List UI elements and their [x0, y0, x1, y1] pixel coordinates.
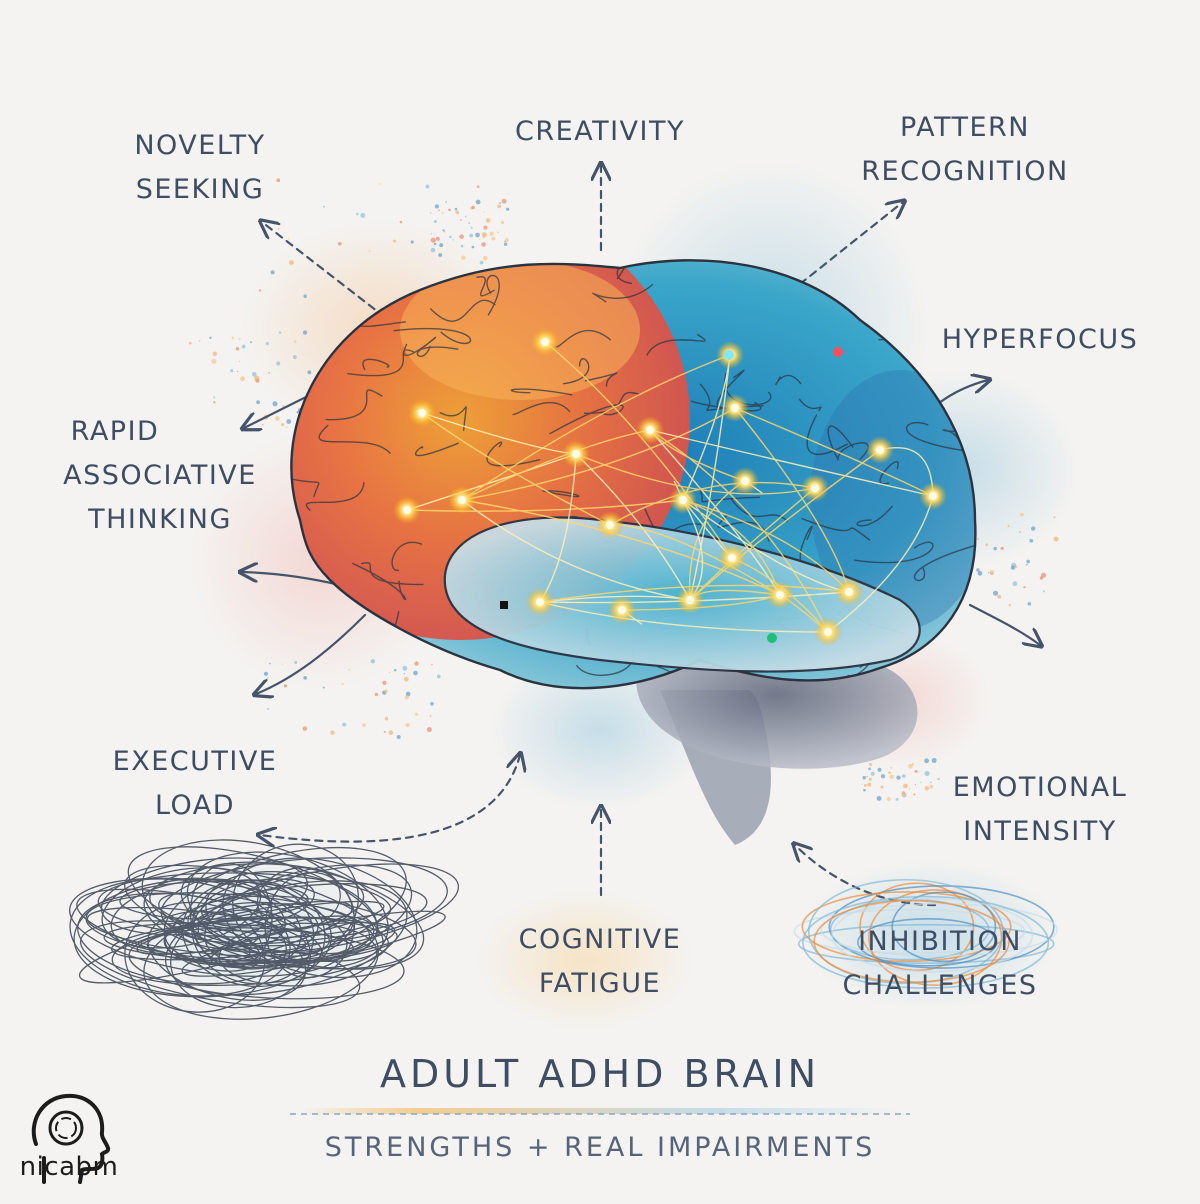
tangled-scribble	[69, 839, 460, 1020]
page-subtitle: STRENGTHS + REAL IMPAIRMENTS	[324, 1132, 876, 1163]
label-rapid-associative-thinking: RAPID ASSOCIATIVE THINKING	[63, 416, 257, 535]
title-divider	[290, 1108, 910, 1115]
arrow-executive-load	[260, 755, 520, 842]
arrow-pattern-recognition	[788, 202, 903, 294]
brand-name: nicabm	[19, 1152, 119, 1182]
arrow-novelty-seeking	[262, 222, 397, 327]
label-hyperfocus: HYPERFOCUS	[941, 324, 1139, 355]
arrow-rapid-thinking	[244, 393, 312, 428]
head-profile-logo-icon	[31, 1093, 111, 1184]
page-title: ADULT ADHD BRAIN	[379, 1052, 821, 1096]
arrow-thinking-lower	[256, 613, 367, 694]
arrow-associative	[242, 572, 342, 587]
label-creativity: CREATIVITY	[515, 116, 685, 147]
arrow-emotional-right	[968, 603, 1040, 645]
swirl-scribble	[793, 878, 1058, 989]
